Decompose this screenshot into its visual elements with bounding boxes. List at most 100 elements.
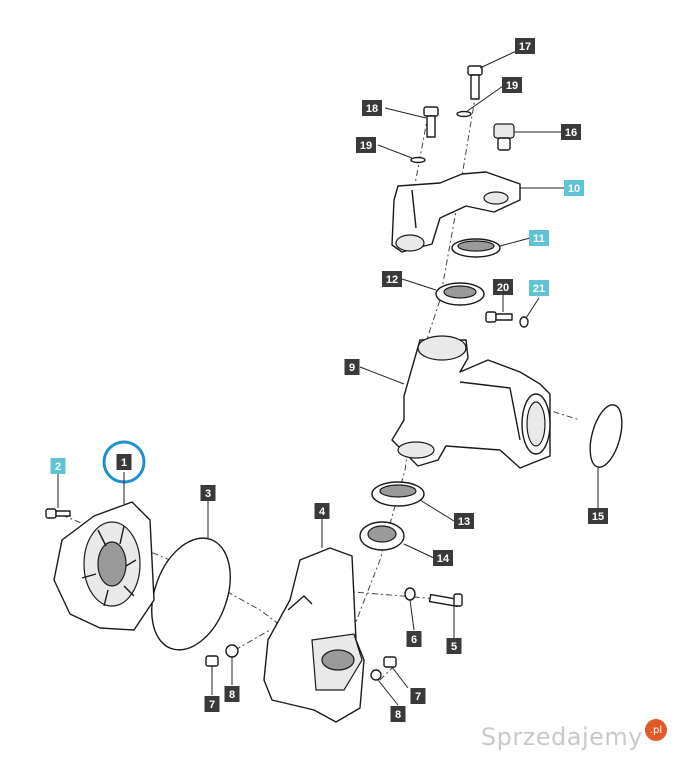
callout-box	[224, 686, 240, 702]
callout-box	[454, 513, 474, 529]
callout-number: 18	[366, 103, 378, 115]
part-5-bolt	[428, 593, 463, 608]
callout-box	[406, 631, 422, 647]
callout-box	[446, 638, 462, 654]
callout-1: 1	[116, 454, 132, 470]
callout-13: 13	[454, 513, 474, 529]
callout-leaders	[57, 46, 599, 706]
callout-number: 19	[360, 140, 372, 152]
callout-number: 21	[533, 283, 545, 295]
callout-9: 9	[344, 359, 360, 375]
callout-box	[116, 454, 132, 470]
part-15-o-ring	[589, 404, 623, 468]
callout-21: 21	[529, 280, 549, 296]
callout-8b: 8	[390, 706, 406, 722]
callout-5: 5	[446, 638, 462, 654]
callout-4: 4	[314, 503, 330, 519]
watermark-text: Sprzedajemy	[480, 723, 643, 751]
callout-number: 1	[121, 457, 127, 469]
callout-15: 15	[588, 508, 608, 524]
callout-8a: 8	[224, 686, 240, 702]
watermark-badge: .pl	[645, 719, 667, 741]
callout-number: 14	[437, 553, 450, 565]
callout-number: 6	[411, 634, 417, 646]
part-21-washer	[519, 316, 529, 328]
callout-number: 7	[209, 699, 215, 711]
callout-box	[515, 38, 535, 54]
callout-20: 20	[493, 279, 513, 295]
part-13-seal	[371, 481, 425, 507]
callout-18: 18	[362, 100, 382, 116]
part-20-bolt	[485, 311, 513, 323]
callout-6: 6	[406, 631, 422, 647]
callout-box	[588, 508, 608, 524]
callout-number: 12	[386, 274, 398, 286]
callout-number: 19	[506, 80, 518, 92]
callout-14: 14	[433, 550, 453, 566]
callout-12: 12	[382, 271, 402, 287]
callout-number: 10	[568, 183, 580, 195]
part-11-seal-ring	[451, 238, 501, 258]
part-14-seal	[359, 521, 405, 551]
callout-7b: 7	[410, 688, 426, 704]
callout-16: 16	[561, 124, 581, 140]
callout-box	[204, 696, 220, 712]
callout-box	[433, 550, 453, 566]
callout-number: 7	[415, 691, 421, 703]
callout-19b: 19	[356, 137, 376, 153]
callout-11: 11	[529, 230, 549, 246]
callout-number: 9	[349, 362, 355, 374]
callout-box	[410, 688, 426, 704]
part-10-bracket	[391, 171, 521, 253]
callout-10: 10	[564, 180, 584, 196]
callout-number: 8	[395, 709, 401, 721]
watermark: Sprzedajemy .pl	[480, 719, 667, 751]
callout-number: 16	[565, 127, 577, 139]
part-8-washer-right	[370, 669, 382, 681]
callout-number: 8	[229, 689, 235, 701]
part-8-washer-left	[225, 644, 239, 658]
callout-box	[200, 485, 216, 501]
callout-number: 11	[533, 233, 545, 245]
callout-number: 5	[451, 641, 457, 653]
callout-box	[382, 271, 402, 287]
callout-number: 15	[592, 511, 604, 523]
part-9-housing	[391, 335, 551, 469]
callout-box	[529, 280, 549, 296]
callout-17: 17	[515, 38, 535, 54]
callout-box	[502, 77, 522, 93]
callout-7a: 7	[204, 696, 220, 712]
callout-box	[390, 706, 406, 722]
part-2-screw	[45, 508, 71, 519]
callout-box	[529, 230, 549, 246]
callout-19a: 19	[502, 77, 522, 93]
callout-3: 3	[200, 485, 216, 501]
callout-number: 4	[319, 506, 326, 518]
callout-box	[314, 503, 330, 519]
callout-box	[564, 180, 584, 196]
callout-box	[344, 359, 360, 375]
callout-2: 2	[50, 458, 66, 474]
part-3-o-ring	[151, 537, 231, 651]
callout-box	[356, 137, 376, 153]
part-19-ring-upper	[456, 110, 472, 118]
callout-box	[50, 458, 66, 474]
callout-box	[493, 279, 513, 295]
part-12-seal	[435, 282, 485, 306]
part-19-ring-lower	[410, 156, 426, 164]
part-6-washer	[404, 587, 416, 601]
callout-number: 20	[497, 282, 509, 294]
part-18-bolt	[423, 106, 439, 138]
callout-number: 17	[519, 41, 531, 53]
part-7-plug-left	[205, 655, 219, 667]
callout-number: 13	[458, 516, 470, 528]
part-17-bolt	[467, 65, 483, 100]
callout-number: 3	[205, 488, 211, 500]
part-1-cover	[53, 501, 155, 631]
part-4-gear-case	[263, 547, 365, 723]
part-16-fitting	[493, 123, 515, 151]
callout-box	[362, 100, 382, 116]
part-7-plug-right	[383, 656, 397, 668]
